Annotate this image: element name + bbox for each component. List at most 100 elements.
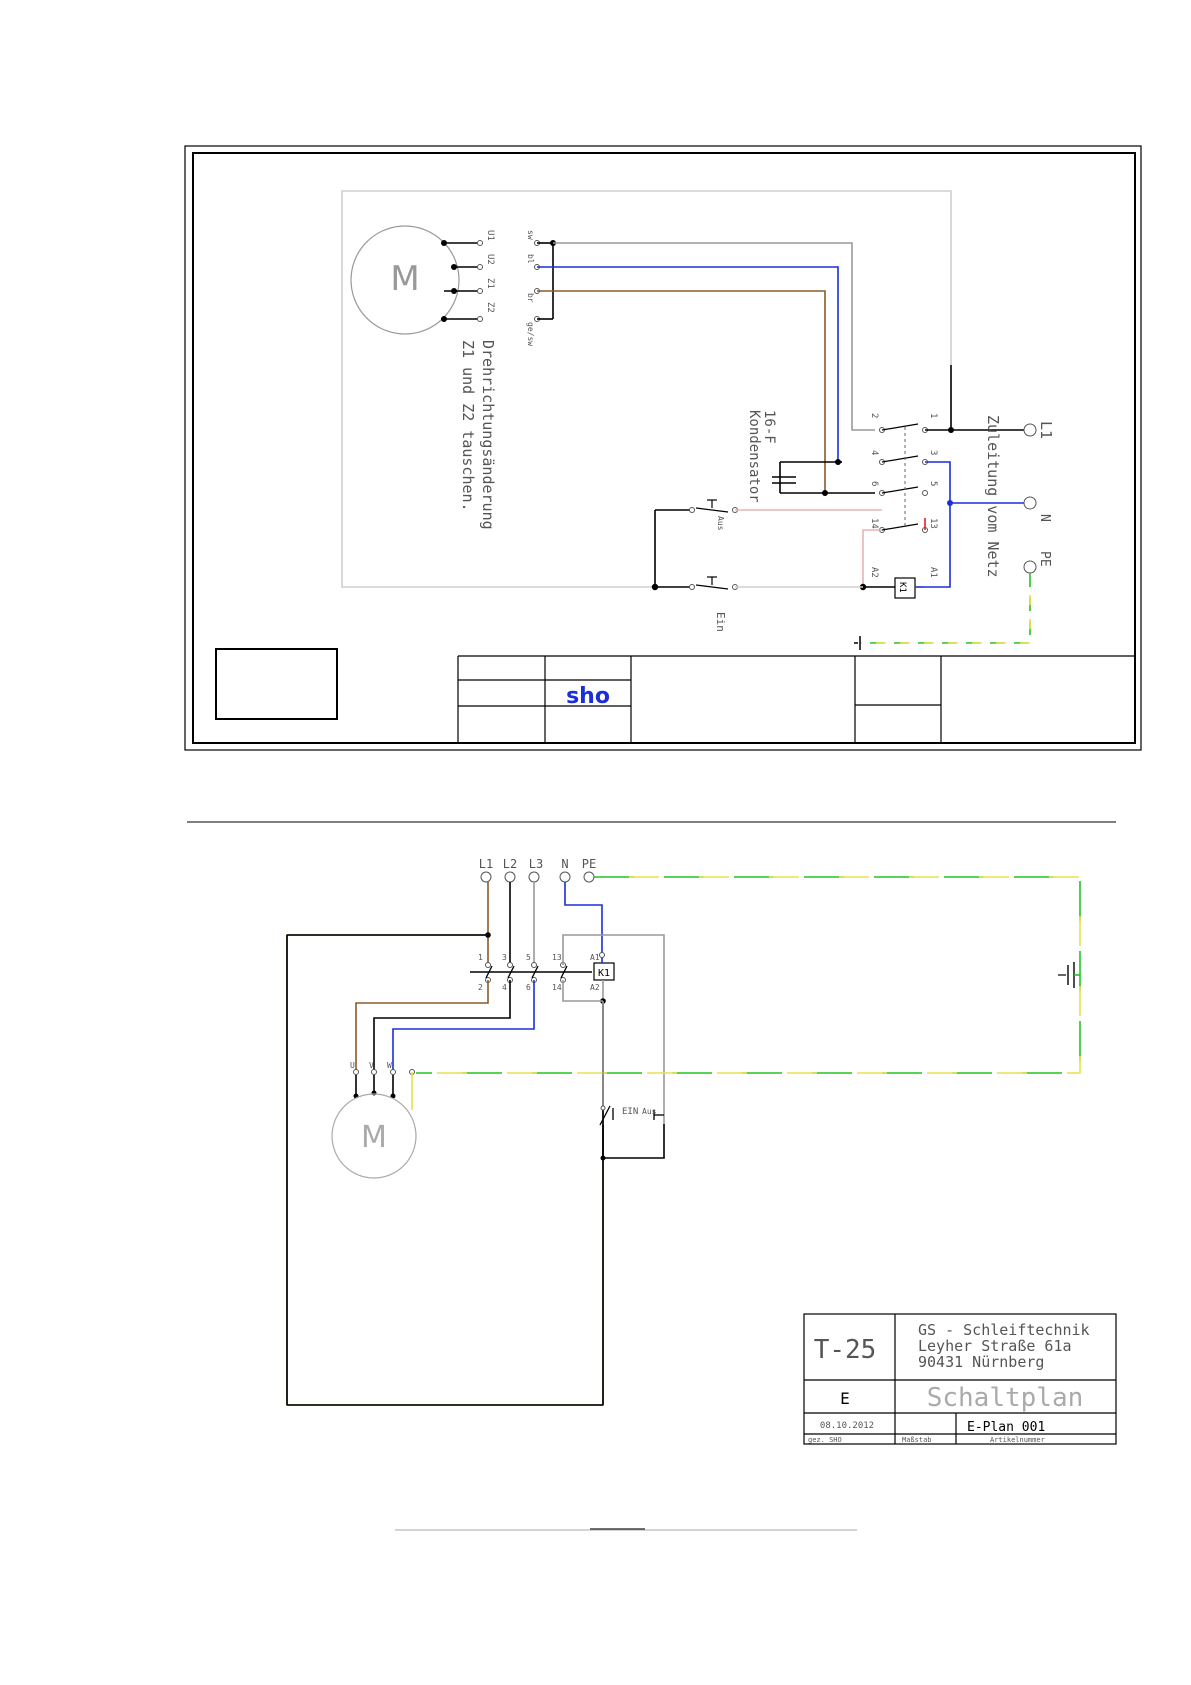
inner-frame	[192, 152, 1136, 744]
contact-top-13: 13	[552, 953, 562, 962]
label-l1: L1	[479, 857, 493, 871]
relay-label: K1	[598, 968, 610, 979]
contact-blade	[881, 523, 919, 531]
switch-off-label: Aus	[716, 516, 725, 531]
contact-label-3: 3	[928, 450, 938, 455]
terminal-l2	[504, 871, 516, 883]
note-line2: Z1 und Z2 tauschen.	[459, 340, 477, 512]
wire-color-br: br	[526, 293, 535, 303]
wire-motor-u	[355, 980, 489, 1072]
contact-label-2: 2	[869, 413, 879, 418]
motor-label: M	[361, 1120, 387, 1155]
bottom-schematic: L1 L2 L3 N PE 1 3 5 13	[286, 857, 1117, 1445]
supply-note: Zuleitung vom Netz	[984, 415, 1002, 578]
terminal-pe	[1023, 560, 1037, 574]
switch-off-label: Aus	[642, 1107, 657, 1116]
coil-terminal	[599, 952, 605, 958]
supply-label-l1: L1	[1037, 421, 1055, 439]
node-dot	[451, 264, 457, 270]
wire-hold-bottom	[562, 980, 603, 1002]
note-line1: Drehrichtungsänderung	[479, 340, 497, 530]
wire-motor-w	[392, 980, 535, 1072]
wire-brown	[537, 290, 826, 493]
switch-on-label: Ein	[714, 612, 727, 632]
company-line1: GS - Schleiftechnik	[918, 1321, 1090, 1339]
node-dot	[600, 1155, 606, 1161]
wire-neutral	[564, 882, 603, 955]
switch-on-label: EIN	[622, 1107, 638, 1117]
switch-on-blade	[695, 584, 729, 590]
coil-top-a1: A1	[590, 953, 600, 962]
label-l2: L2	[503, 857, 517, 871]
motor-terminal-w	[390, 1069, 396, 1075]
wire-pe-yellow	[860, 583, 1031, 644]
wire-pe-green	[860, 573, 1031, 644]
wire-color-gesw: ge/sw	[526, 322, 535, 346]
wire-grey	[553, 242, 875, 431]
contact-label-4: 4	[869, 450, 879, 455]
contact-label-1: 1	[928, 413, 938, 418]
switch-terminal	[600, 1105, 606, 1111]
motor-label-w: W	[387, 1061, 392, 1070]
contact-bottom-2: 2	[478, 983, 483, 992]
node-dot	[371, 1090, 377, 1096]
motor-label: M	[390, 259, 419, 299]
capacitor-label: Kondensator	[746, 410, 762, 503]
node-dot	[390, 1093, 396, 1099]
contact-bottom-6: 6	[526, 983, 531, 992]
terminal-label-z2: Z2	[485, 302, 495, 313]
wire-hold	[862, 529, 882, 587]
terminal-label-u2: U2	[485, 254, 495, 265]
label-n: N	[561, 857, 568, 871]
contact-bottom-14: 14	[552, 983, 562, 992]
coil-label-a2: A2	[869, 567, 879, 578]
motor-symbol	[331, 1093, 417, 1179]
article-number-label: Artikelnummer	[990, 1436, 1045, 1444]
company-line3: 90431 Nürnberg	[918, 1353, 1044, 1371]
node-dot	[451, 288, 457, 294]
contact-blade	[881, 486, 919, 494]
switch-terminal	[689, 584, 695, 590]
node-dot	[948, 427, 954, 433]
contact-top-5: 5	[526, 953, 531, 962]
relay-label: K1	[897, 582, 907, 593]
terminal-z1	[477, 288, 483, 294]
company-line2: Leyher Straße 61a	[918, 1337, 1072, 1355]
coil-bottom-a2: A2	[590, 983, 600, 992]
terminal-u2	[477, 264, 483, 270]
wire-switch-return	[602, 1124, 665, 1159]
switch-off-blade	[695, 507, 729, 513]
terminal-n	[1023, 496, 1037, 510]
supply-label-n: N	[1037, 514, 1052, 522]
drawing-date: 08.10.2012	[820, 1421, 874, 1431]
wire-neutral-coil	[925, 461, 951, 588]
wire-outer-loop	[286, 934, 604, 1406]
terminal-l1	[480, 871, 492, 883]
contact-label-6: 6	[869, 481, 879, 486]
wire-pe-green	[416, 876, 1081, 1074]
node-dot	[835, 459, 841, 465]
title-block-top	[457, 655, 1135, 743]
label-l3: L3	[529, 857, 543, 871]
drawing-title: Schaltplan	[927, 1383, 1084, 1413]
relay-coil-k1	[894, 577, 916, 599]
motor-terminal-u	[353, 1069, 359, 1075]
title-block	[803, 1313, 1117, 1445]
supply-label-pe: PE	[1037, 551, 1052, 567]
wire-motor-v	[373, 980, 511, 1072]
terminal-z2	[477, 316, 483, 322]
outer-frame	[184, 145, 1142, 751]
wire-blue	[537, 266, 842, 463]
contact-label-13: 13	[928, 518, 938, 529]
part-number: T-25	[814, 1335, 877, 1365]
label-pe: PE	[582, 857, 596, 871]
motor-label-u: U	[350, 1061, 355, 1070]
motor-symbol	[350, 225, 460, 335]
terminal-n	[559, 871, 571, 883]
top-schematic: M U1 U2 Z1 Z2 sw bl br ge/sw	[184, 145, 1142, 751]
contact-blade	[881, 423, 919, 431]
terminal-label-z1: Z1	[485, 278, 495, 289]
terminal-pe	[583, 871, 595, 883]
wire-color-bl: bl	[526, 254, 535, 264]
